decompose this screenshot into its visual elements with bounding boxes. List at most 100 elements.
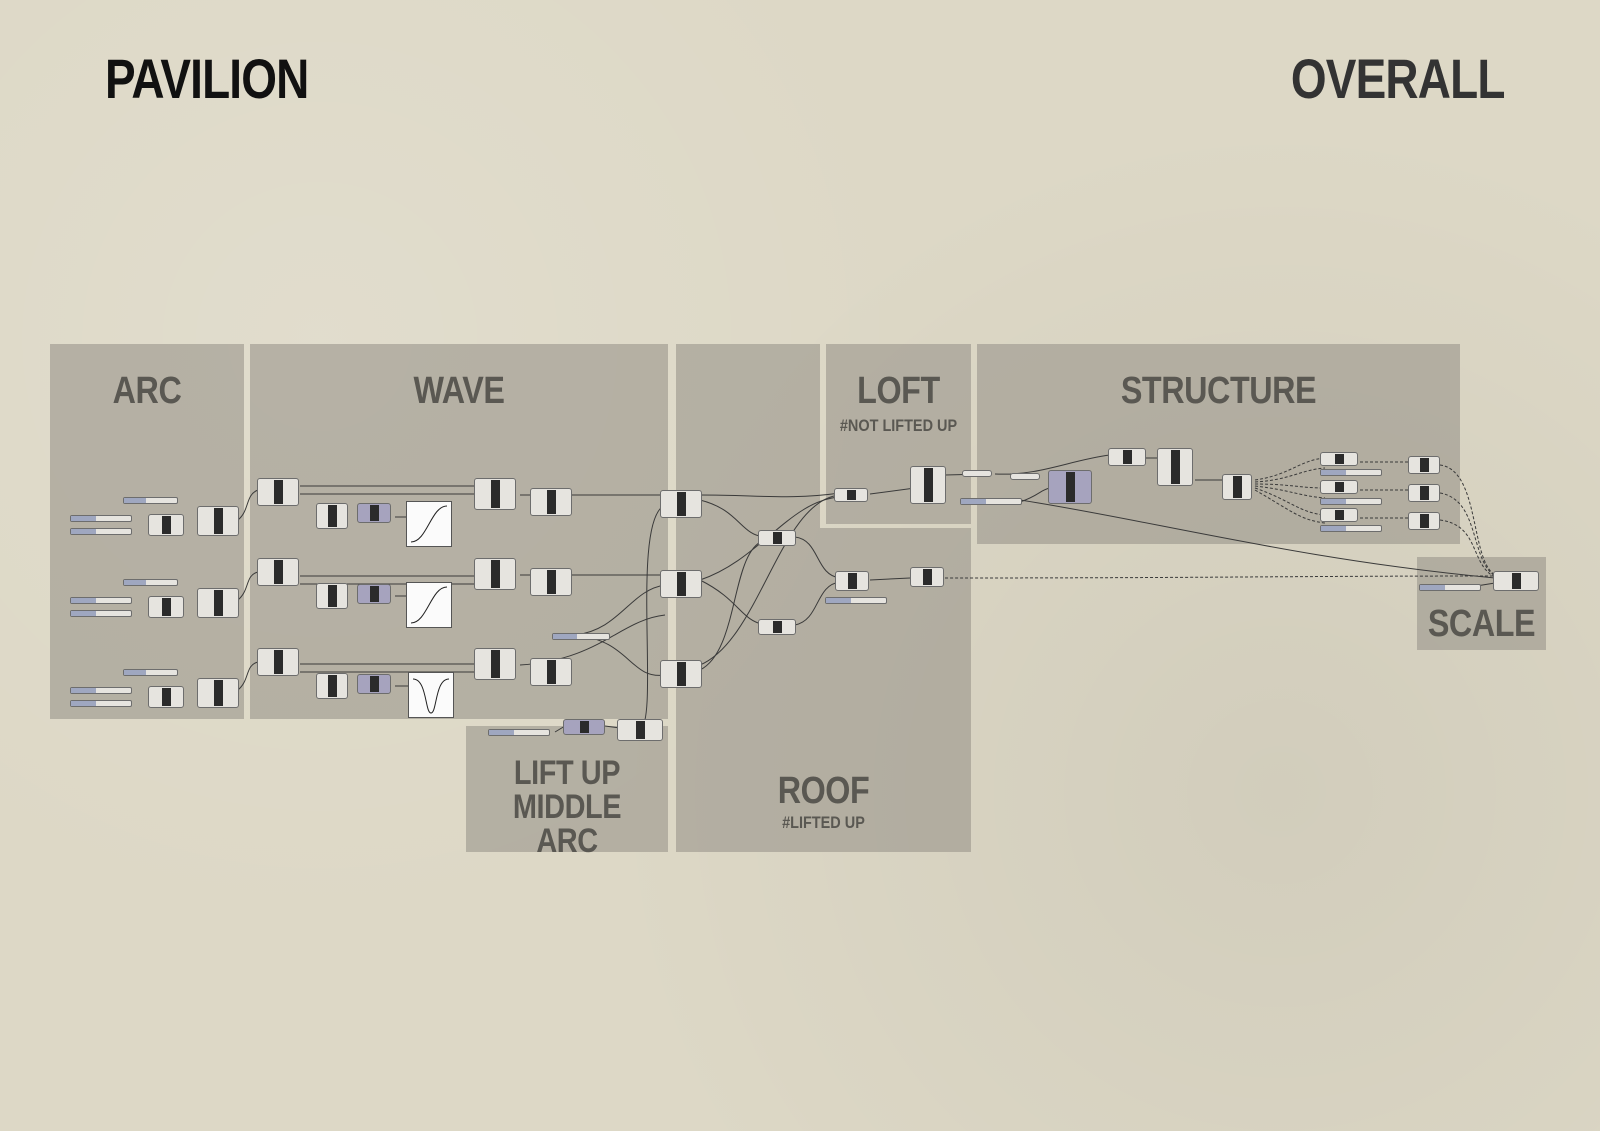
- graph-mapper[interactable]: [406, 501, 452, 547]
- number-slider[interactable]: [123, 579, 178, 586]
- divide-curve-component[interactable]: [197, 678, 239, 708]
- construct-point-component[interactable]: [474, 558, 516, 590]
- arc-component[interactable]: [148, 596, 184, 618]
- pipe-component[interactable]: [910, 567, 944, 587]
- wire: [869, 487, 916, 495]
- number-slider[interactable]: [1320, 525, 1382, 532]
- wire: [869, 577, 911, 581]
- arc-component[interactable]: [148, 514, 184, 536]
- line-component[interactable]: [1320, 480, 1358, 494]
- group-lift-title: LIFT UP MIDDLE ARC: [512, 754, 622, 860]
- series-component[interactable]: [357, 584, 391, 604]
- divide-domain-component[interactable]: [1048, 470, 1092, 504]
- construct-point-component[interactable]: [474, 478, 516, 510]
- wire: [1019, 487, 1051, 503]
- deconstruct-point-component[interactable]: [257, 648, 299, 676]
- group-roof[interactable]: [676, 344, 820, 852]
- group-loft-title: LOFT: [857, 370, 940, 412]
- divide-curve-component[interactable]: [660, 660, 702, 688]
- number-slider[interactable]: [70, 687, 132, 694]
- number-slider[interactable]: [1320, 498, 1382, 505]
- wire: [1019, 499, 1496, 579]
- unit-z-component[interactable]: [563, 719, 605, 735]
- group-structure-title: STRUCTURE: [1120, 370, 1317, 412]
- deconstruct-brep-component[interactable]: [1157, 448, 1193, 486]
- loft-component[interactable]: [834, 488, 868, 502]
- divide-curve-component[interactable]: [660, 570, 702, 598]
- line-component[interactable]: [758, 619, 796, 635]
- list-length-component[interactable]: [316, 583, 348, 609]
- group-loft-subtitle: #NOT LIFTED UP: [839, 416, 958, 435]
- wire: [699, 539, 766, 671]
- line-component[interactable]: [1320, 452, 1358, 466]
- number-slider[interactable]: [70, 610, 132, 617]
- wire: [1439, 519, 1496, 578]
- interpolate-curve-component[interactable]: [530, 658, 572, 686]
- number-slider[interactable]: [123, 669, 178, 676]
- number-slider[interactable]: [70, 528, 132, 535]
- number-slider[interactable]: [123, 497, 178, 504]
- wire: [794, 581, 841, 626]
- domain-parameter[interactable]: [1010, 473, 1040, 480]
- arc-component[interactable]: [148, 686, 184, 708]
- group-roof-subtitle: #LIFTED UP: [782, 813, 865, 832]
- wire: [699, 492, 841, 498]
- merge-component[interactable]: [835, 571, 869, 591]
- wire: [574, 634, 666, 676]
- wire: [699, 499, 766, 538]
- pipe-component[interactable]: [1408, 484, 1440, 502]
- wire: [1254, 489, 1326, 524]
- group-scale-title: SCALE: [1427, 603, 1536, 645]
- line-component[interactable]: [758, 530, 796, 546]
- number-slider[interactable]: [70, 700, 132, 707]
- graph-mapper[interactable]: [408, 672, 454, 718]
- number-slider[interactable]: [1419, 584, 1481, 591]
- group-structure[interactable]: STRUCTURE: [977, 344, 1460, 544]
- group-arc-title: ARC: [112, 370, 182, 412]
- pipe-component[interactable]: [1408, 456, 1440, 474]
- graph-mapper-curve-icon: [410, 505, 448, 543]
- wire: [237, 489, 259, 521]
- deconstruct-point-component[interactable]: [257, 558, 299, 586]
- scale-component[interactable]: [1493, 571, 1539, 591]
- line-component[interactable]: [1320, 508, 1358, 522]
- series-component[interactable]: [357, 674, 391, 694]
- deconstruct-brep-component[interactable]: [910, 466, 946, 504]
- page-title-overall: OVERALL: [1291, 47, 1505, 110]
- wire: [699, 579, 766, 626]
- construct-point-component[interactable]: [474, 648, 516, 680]
- group-roof-title: ROOF: [777, 770, 870, 812]
- wire: [1254, 487, 1326, 516]
- list-length-component[interactable]: [316, 673, 348, 699]
- list-length-component[interactable]: [316, 503, 348, 529]
- group-wave[interactable]: WAVE: [250, 344, 668, 719]
- group-lift[interactable]: LIFT UP MIDDLE ARC: [466, 726, 668, 858]
- number-slider[interactable]: [552, 633, 610, 640]
- wire: [1439, 464, 1496, 576]
- number-slider[interactable]: [70, 597, 132, 604]
- graph-mapper[interactable]: [406, 582, 452, 628]
- number-slider[interactable]: [70, 515, 132, 522]
- wire: [237, 661, 259, 691]
- divide-curve-component[interactable]: [197, 588, 239, 618]
- move-component[interactable]: [617, 719, 663, 741]
- number-slider[interactable]: [488, 729, 550, 736]
- series-component[interactable]: [357, 503, 391, 523]
- divide-curve-component[interactable]: [660, 490, 702, 518]
- wire: [574, 584, 666, 636]
- interpolate-curve-component[interactable]: [530, 488, 572, 516]
- number-slider[interactable]: [825, 597, 887, 604]
- number-slider[interactable]: [1320, 469, 1382, 476]
- divide-curve-component[interactable]: [197, 506, 239, 536]
- isotrim-component[interactable]: [1108, 448, 1146, 466]
- deconstruct-point-component[interactable]: [257, 478, 299, 506]
- interpolate-curve-component[interactable]: [530, 568, 572, 596]
- surface-parameter[interactable]: [962, 470, 992, 477]
- number-slider[interactable]: [960, 498, 1022, 505]
- wire: [699, 494, 841, 666]
- list-item-component[interactable]: [1222, 474, 1252, 500]
- wire: [994, 454, 1111, 475]
- pipe-component[interactable]: [1408, 512, 1440, 530]
- page-title-pavilion: PAVILION: [105, 47, 309, 110]
